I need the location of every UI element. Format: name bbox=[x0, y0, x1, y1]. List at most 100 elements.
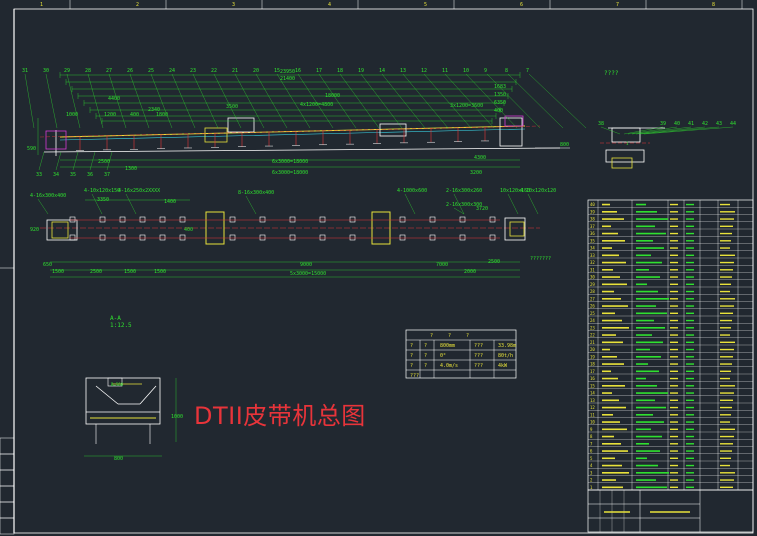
bom-index: 23 bbox=[590, 325, 595, 330]
plan-bottom-dim: 5x3000=15000 bbox=[290, 271, 326, 277]
ground-line bbox=[43, 147, 561, 153]
bom-index: 9 bbox=[590, 427, 593, 432]
frame-column-number: 8 bbox=[712, 2, 715, 8]
plan-bottom-dim: 1500 bbox=[52, 269, 64, 275]
bom-index: 7 bbox=[590, 441, 593, 446]
part-number: 27 bbox=[106, 68, 112, 74]
part-number: 35 bbox=[70, 172, 76, 178]
leader-line bbox=[486, 73, 541, 129]
frame-column-number: 2 bbox=[136, 2, 139, 8]
spec-cell: ? bbox=[410, 363, 413, 369]
anchor-box bbox=[229, 234, 236, 241]
leader-line bbox=[639, 126, 720, 135]
bom-index: 1 bbox=[590, 485, 593, 490]
spec-cell: 4.0m/s bbox=[440, 363, 458, 369]
drive-unit bbox=[204, 127, 228, 143]
spec-cell: 33.98m bbox=[498, 343, 516, 349]
part-number: 20 bbox=[253, 68, 259, 74]
plan-bottom-dim: 1500 bbox=[124, 269, 136, 275]
leader-line bbox=[89, 151, 96, 171]
leader-line bbox=[643, 126, 734, 135]
detail-frame bbox=[611, 127, 641, 143]
plan-head-pulley bbox=[509, 221, 525, 237]
elevation-top-dim: 23950 bbox=[280, 69, 295, 75]
bom-index: 30 bbox=[590, 275, 595, 280]
detail-part-number: 43 bbox=[716, 121, 722, 127]
part-number: 9 bbox=[484, 68, 487, 74]
bom-index: 19 bbox=[590, 354, 595, 359]
plan-tail-box bbox=[46, 219, 78, 241]
anchor-box bbox=[349, 216, 356, 223]
plan-bottom-dim: 9000 bbox=[300, 262, 312, 268]
detail-part-number: 44 bbox=[730, 121, 736, 127]
part-number: 16 bbox=[295, 68, 301, 74]
bom-index: 6 bbox=[590, 449, 593, 454]
part-number: 8 bbox=[505, 68, 508, 74]
elevation-top-dim: 18000 bbox=[325, 93, 340, 99]
bom-index: 37 bbox=[590, 224, 595, 229]
leader-line bbox=[360, 73, 403, 129]
anchor-label: 4-10x120x120 bbox=[520, 188, 556, 194]
anchor-box bbox=[289, 216, 296, 223]
bom-index: 4 bbox=[590, 463, 593, 468]
bom-index: 25 bbox=[590, 311, 595, 316]
frame-column-number: 4 bbox=[328, 2, 331, 8]
bom-index: 32 bbox=[590, 260, 595, 265]
leader-line bbox=[453, 193, 465, 215]
leader-line bbox=[465, 73, 518, 129]
bom-index: 12 bbox=[590, 405, 595, 410]
leader-line bbox=[635, 126, 706, 135]
spec-cell: ? bbox=[424, 343, 427, 349]
frame-column-number: 3 bbox=[232, 2, 235, 8]
leader-line bbox=[87, 73, 104, 129]
anchor-box bbox=[459, 234, 466, 241]
section-label: A-A bbox=[110, 315, 121, 322]
bom-index: 5 bbox=[590, 456, 593, 461]
bom-index: 15 bbox=[590, 383, 595, 388]
detail-mark: 1 bbox=[626, 141, 629, 146]
detail-label: ???? bbox=[604, 70, 619, 77]
leader-line bbox=[423, 73, 472, 129]
leader-line bbox=[453, 207, 465, 215]
spec-header-cell: ? bbox=[430, 333, 433, 339]
anchor-label: 10x120x150 bbox=[500, 188, 530, 194]
bom-index: 36 bbox=[590, 231, 595, 236]
part-number: 29 bbox=[64, 68, 70, 74]
plan-side-dim: 400 bbox=[184, 227, 193, 233]
bom-index: 31 bbox=[590, 267, 595, 272]
spec-cell: 80t/h bbox=[498, 353, 513, 359]
bom-index: 8 bbox=[590, 434, 593, 439]
part-number: 31 bbox=[22, 68, 28, 74]
bom-index: 33 bbox=[590, 253, 595, 258]
anchor-label: 4-1000x600 bbox=[397, 188, 427, 194]
frame-side-cell bbox=[0, 517, 15, 535]
elevation-top-dim: 3x1200=3600 bbox=[450, 103, 483, 109]
right-elevation-value: 800 bbox=[560, 142, 569, 148]
leader-line bbox=[213, 73, 242, 129]
spec-cell: ??? bbox=[474, 353, 483, 359]
plan-bottom-dim: 2500 bbox=[488, 259, 500, 265]
part-number: 37 bbox=[104, 172, 110, 178]
anchor-box bbox=[159, 216, 166, 223]
leader-line bbox=[623, 126, 664, 135]
bom-index: 27 bbox=[590, 296, 595, 301]
leader-line bbox=[38, 151, 45, 171]
left-vertical-dim-text: 590 bbox=[27, 146, 36, 152]
elevation-bottom-dim: 2500 bbox=[98, 159, 110, 165]
elevation-top-dim: 1683 bbox=[494, 84, 506, 90]
detail-pulley bbox=[611, 157, 633, 169]
elevation-top-dim: 3500 bbox=[226, 104, 238, 110]
anchor-box bbox=[69, 234, 76, 241]
leader-line bbox=[171, 73, 196, 129]
spec-cell: ??? bbox=[410, 373, 419, 379]
part-number: 14 bbox=[379, 68, 385, 74]
leader-line bbox=[631, 126, 692, 135]
spec-cell: 0° bbox=[440, 353, 446, 359]
spec-cell: ??? bbox=[474, 363, 483, 369]
bom-index: 29 bbox=[590, 282, 595, 287]
bom-index: 2 bbox=[590, 478, 593, 483]
elevation-bottom-dim: 6x3000=18000 bbox=[272, 159, 308, 165]
leader-line bbox=[627, 126, 678, 135]
anchor-label: 4-10x120x150 bbox=[84, 188, 120, 194]
